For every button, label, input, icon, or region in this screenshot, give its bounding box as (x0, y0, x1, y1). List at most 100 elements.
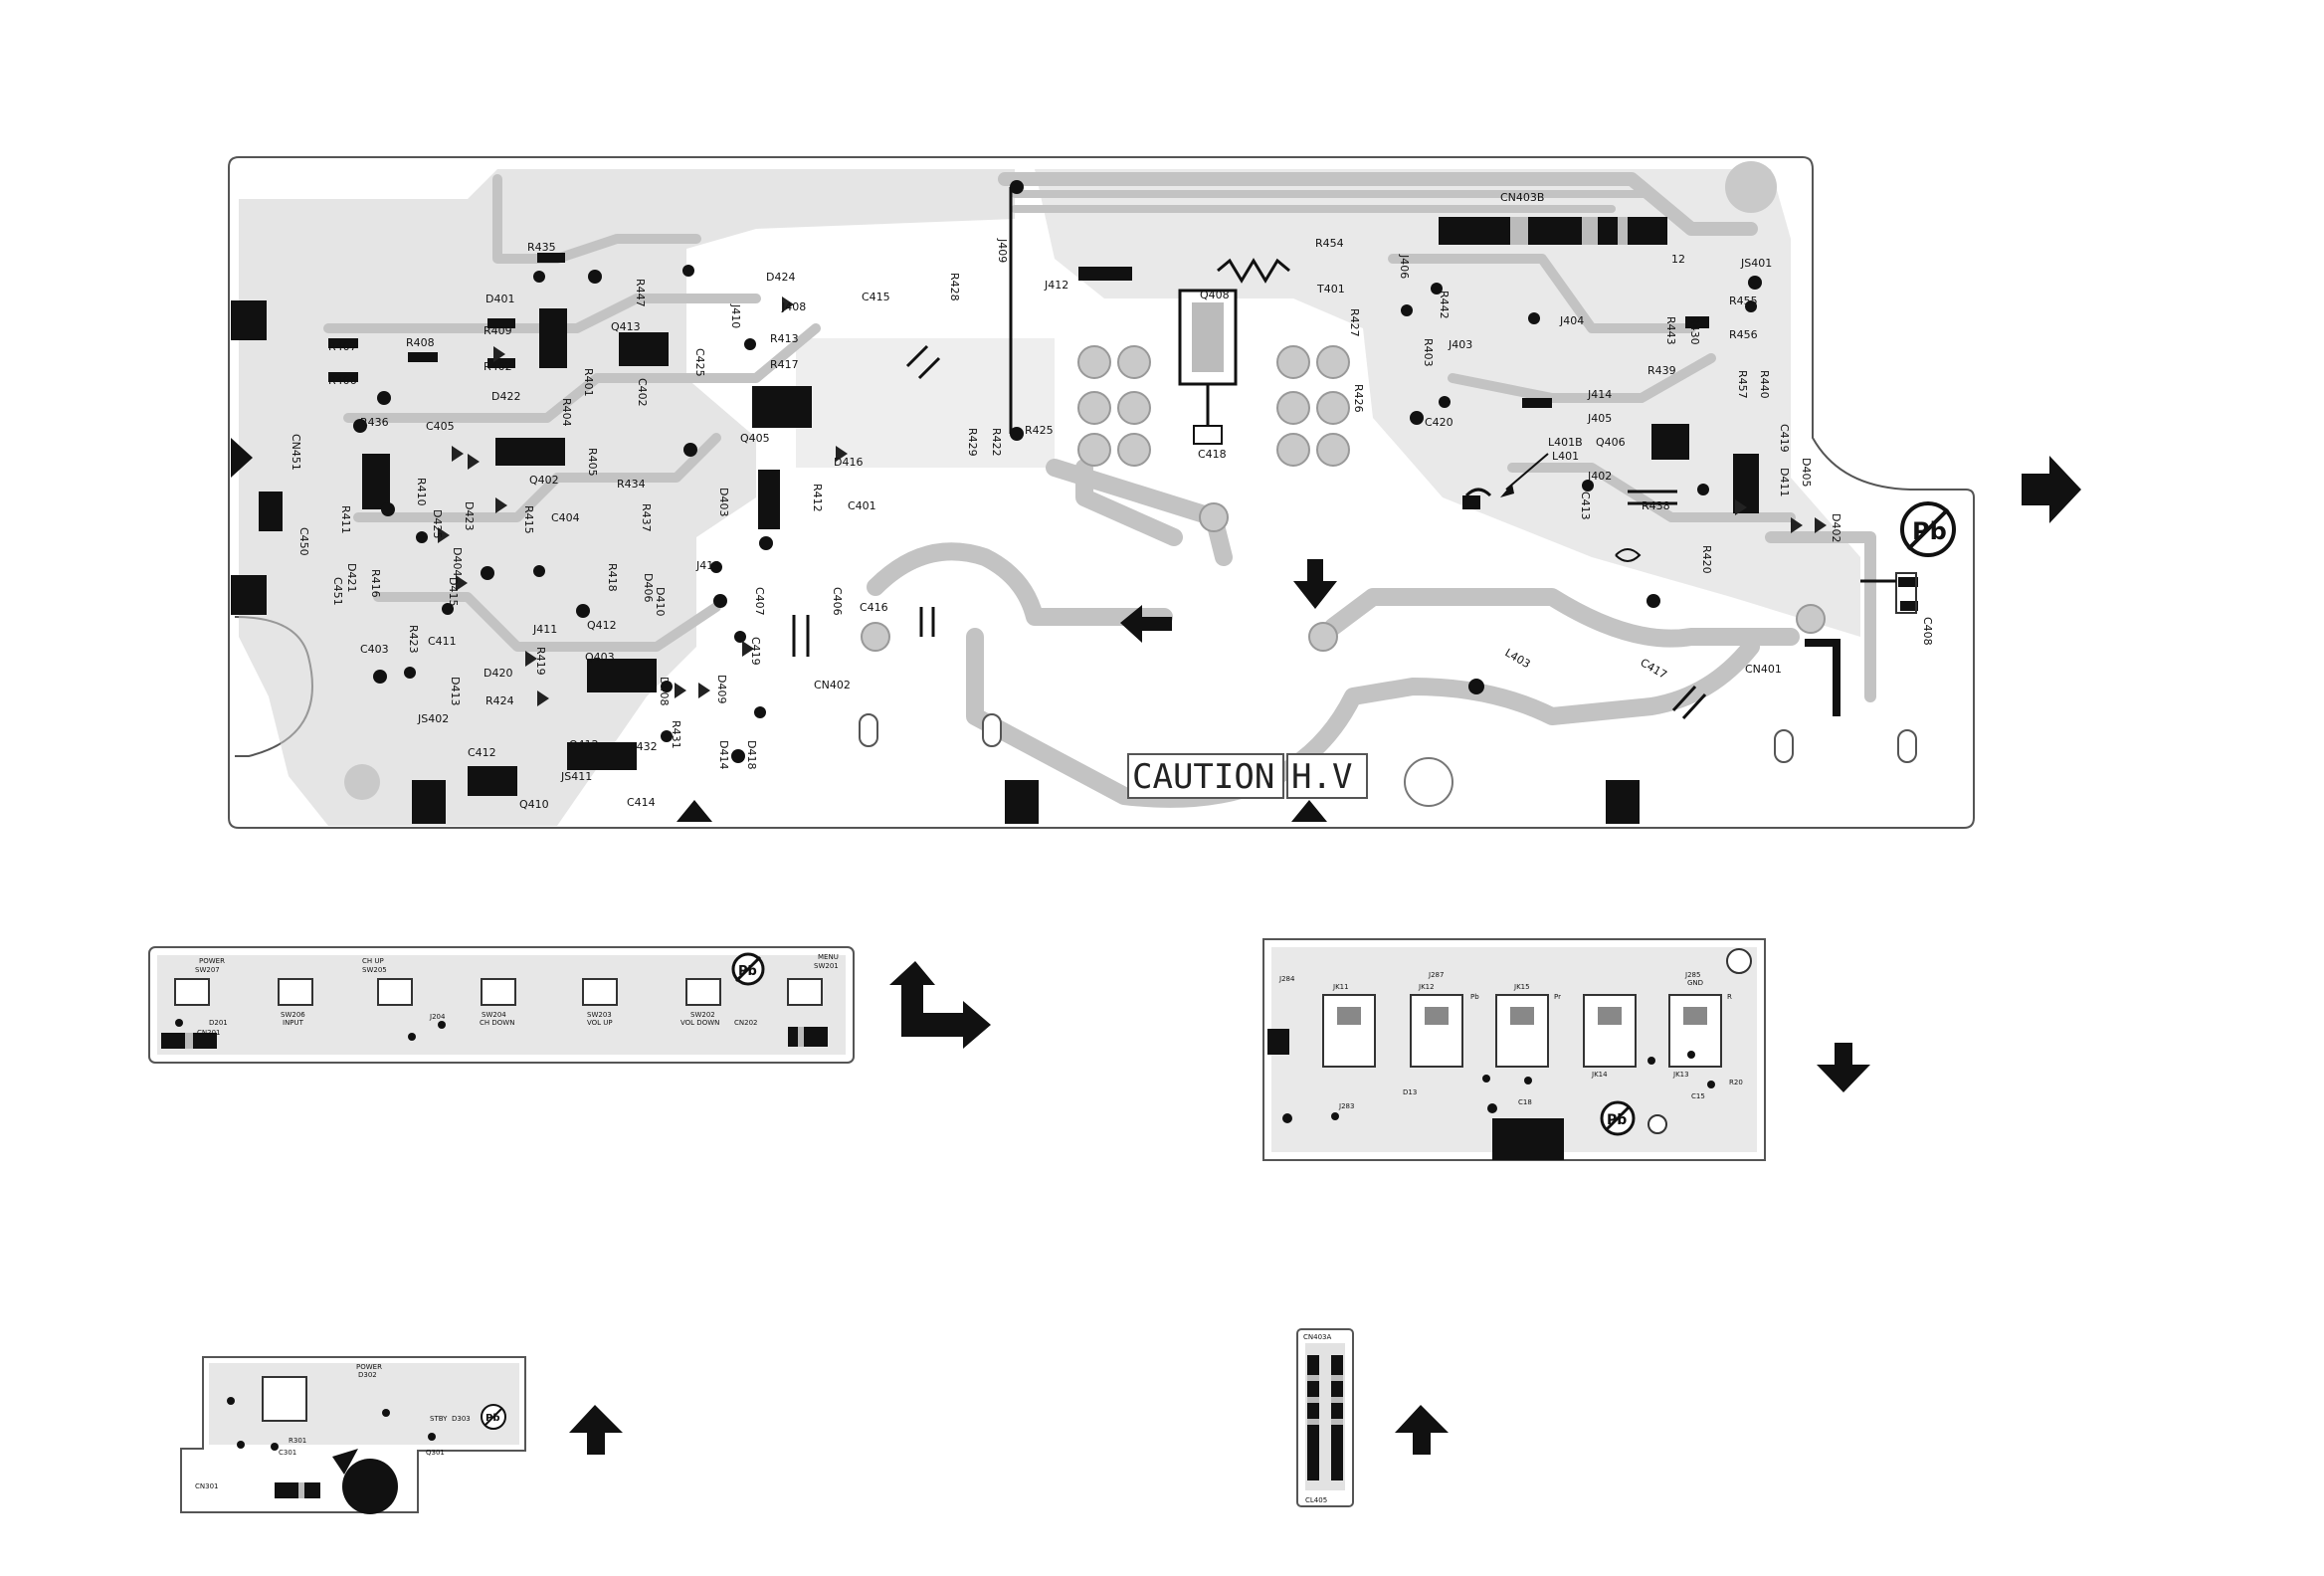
ref-r442: R442 (1438, 291, 1451, 319)
ref-c419: C419 (749, 637, 762, 666)
ref-d413: D413 (449, 677, 462, 705)
ref-js411: JS411 (560, 770, 592, 783)
ref-r405: R405 (586, 448, 599, 477)
connector-board: CN403A CL405 (1296, 1328, 1354, 1507)
btn-sw204-label: SW204 (482, 1011, 506, 1019)
ref-c416: C416 (860, 601, 888, 614)
ref-d425: D425 (431, 509, 444, 538)
ref-j412: J412 (1044, 279, 1068, 292)
ref-q412b: Q412 (569, 738, 599, 751)
svg-text:Pb: Pb (1607, 1112, 1627, 1128)
ref-r434: R434 (617, 478, 646, 491)
btn-chup-label: CH UP (362, 957, 384, 965)
ref-j411: J411 (532, 623, 557, 636)
ref-d414: D414 (717, 740, 730, 769)
ref-c420: C420 (1425, 416, 1453, 429)
button-board: Pb POWER SW207 CH UP SW205 SW206 INPUT S… (148, 946, 855, 1064)
jack-jk15-label: JK15 (1513, 983, 1530, 991)
ref-d404: D404 (451, 547, 464, 576)
ref-r457: R457 (1736, 370, 1749, 399)
btn-cn202-label: CN202 (734, 1019, 758, 1027)
ref-c412: C412 (468, 746, 496, 759)
ref-d418: D418 (745, 740, 758, 769)
jack-r20-label: R20 (1729, 1079, 1743, 1086)
led-q301-label: Q301 (426, 1449, 445, 1457)
ref-r431: R431 (670, 720, 682, 749)
ref-r416: R416 (369, 569, 382, 598)
led-cn301-label: CN301 (195, 1482, 219, 1490)
ref-r454: R454 (1315, 237, 1344, 250)
ref-r435: R435 (527, 241, 556, 254)
ref-d406: D406 (642, 573, 655, 602)
btn-sw206-label: SW206 (281, 1011, 305, 1019)
ref-cn402: CN402 (814, 679, 851, 691)
ref-j406: J406 (1398, 254, 1411, 279)
pb-free-icon: Pb (731, 952, 765, 986)
btn-d201-label: D201 (209, 1019, 228, 1027)
ref-j413: J413 (695, 559, 720, 572)
arrow-triangle-icon (677, 800, 712, 822)
jack-d13-label: D13 (1403, 1088, 1417, 1096)
ref-r417: R417 (770, 358, 799, 371)
ref-d416: D416 (834, 456, 863, 469)
ref-d410: D410 (654, 587, 667, 616)
arrow-up-icon (1395, 1405, 1449, 1455)
svg-text:Pb: Pb (485, 1413, 500, 1424)
ref-d409: D409 (715, 675, 728, 703)
conn-cl405-label: CL405 (1305, 1496, 1327, 1504)
ref-q402: Q402 (529, 474, 559, 487)
ref-c404: C404 (551, 511, 580, 524)
ref-pin12: 12 (1671, 253, 1685, 266)
ref-c414: C414 (627, 796, 656, 809)
ref-cn451: CN451 (290, 434, 302, 471)
ref-c408: C408 (1921, 617, 1934, 646)
ref-q410: Q410 (519, 798, 549, 811)
ref-d401: D401 (485, 293, 514, 305)
ref-r419: R419 (534, 647, 547, 676)
arrow-triangle-icon (231, 438, 253, 478)
ref-cn401: CN401 (1745, 663, 1782, 676)
ref-c418: C418 (1198, 448, 1227, 461)
ref-r439: R439 (1647, 364, 1676, 377)
btn-power-label: POWER (199, 957, 225, 965)
jack-jk14-label: JK14 (1591, 1071, 1608, 1079)
btn-sw202-label: SW202 (690, 1011, 715, 1019)
btn-sw207-label: SW207 (195, 966, 220, 974)
btn-menu-label: MENU (818, 953, 839, 961)
jack-jk11-label: JK11 (1332, 983, 1349, 991)
jack-jk12-label: JK12 (1418, 983, 1435, 991)
jack-jk13-label: JK13 (1672, 1071, 1689, 1079)
ref-r410: R410 (415, 478, 428, 506)
ref-q412: Q412 (587, 619, 617, 632)
ref-c407: C407 (753, 587, 766, 616)
ref-c451: C451 (331, 577, 344, 606)
ref-d423: D423 (463, 501, 476, 530)
ref-r404: R404 (560, 398, 573, 427)
led-d303-label: D303 (452, 1415, 471, 1423)
ref-r432: R432 (629, 740, 658, 753)
jack-c18-label: C18 (1518, 1098, 1532, 1106)
ref-j410: J410 (729, 303, 742, 328)
led-d302-label: D302 (358, 1371, 377, 1379)
ref-r436: R436 (360, 416, 389, 429)
ref-js401: JS401 (1740, 257, 1772, 270)
jack-j284-label: J284 (1278, 975, 1295, 983)
ref-r413: R413 (770, 332, 799, 345)
ref-r422: R422 (990, 428, 1003, 457)
btn-volup-label: VOL UP (587, 1019, 613, 1027)
ref-r423: R423 (407, 625, 420, 654)
btn-chdown-label: CH DOWN (480, 1019, 514, 1027)
ref-r443: R443 (1664, 316, 1677, 345)
ref-r412: R412 (811, 484, 824, 512)
ref-c411: C411 (428, 635, 457, 648)
ref-r402: R402 (484, 360, 512, 373)
ref-r429: R429 (966, 428, 979, 457)
ref-r430: R430 (1688, 316, 1701, 345)
hv-label: H.V (1291, 757, 1352, 797)
ref-j405: J405 (1587, 412, 1612, 425)
ref-d421: D421 (345, 563, 358, 592)
ref-r409: R409 (484, 324, 512, 337)
jack-pb-label: Pb (1470, 993, 1479, 1001)
ref-r407: R407 (328, 340, 357, 353)
main-board: CAUTION H.V Pb CN403B R454 T401 Q408 C41… (228, 156, 1975, 829)
